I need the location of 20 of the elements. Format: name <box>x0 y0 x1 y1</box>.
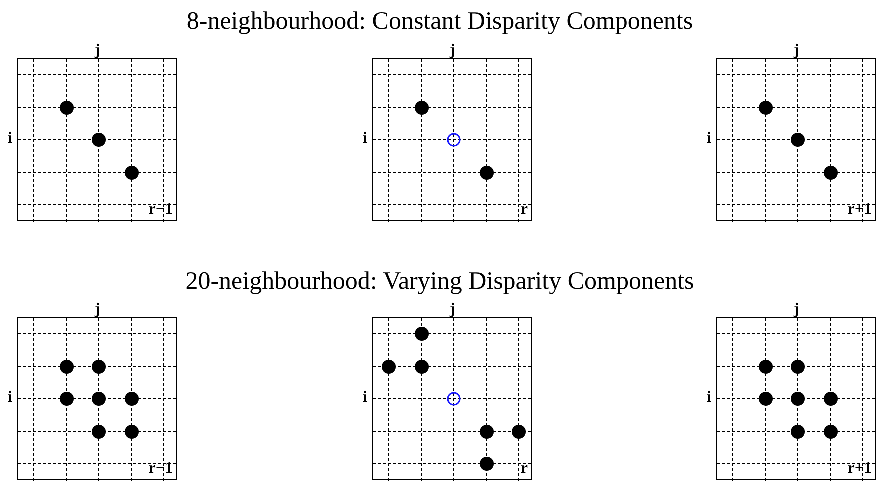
row-label: r <box>520 461 528 477</box>
column-axis-label: j <box>794 43 800 59</box>
column-axis-label: j <box>450 302 456 318</box>
column-axis-label: j <box>95 43 100 59</box>
row-axis-label: i <box>707 131 712 147</box>
row-axis-label: i <box>363 390 368 406</box>
column-axis-label: j <box>794 302 800 318</box>
row-label: r+1 <box>848 461 872 477</box>
row-axis-label: i <box>8 390 12 406</box>
panel-heading: 8-neighbourhood: Constant Disparity Components <box>186 8 694 36</box>
panel-heading: 20-neighbourhood: Varying Disparity Components <box>184 268 696 296</box>
column-axis-label: j <box>450 43 456 59</box>
row-axis-label: i <box>707 390 712 406</box>
row-label: r <box>520 202 528 218</box>
row-axis-label: i <box>363 131 368 147</box>
row-label: r+1 <box>848 202 872 218</box>
row-axis-label: i <box>8 131 12 147</box>
row-label: r−1 <box>148 461 173 477</box>
column-axis-label: j <box>95 302 100 318</box>
row-label: r−1 <box>148 202 173 218</box>
